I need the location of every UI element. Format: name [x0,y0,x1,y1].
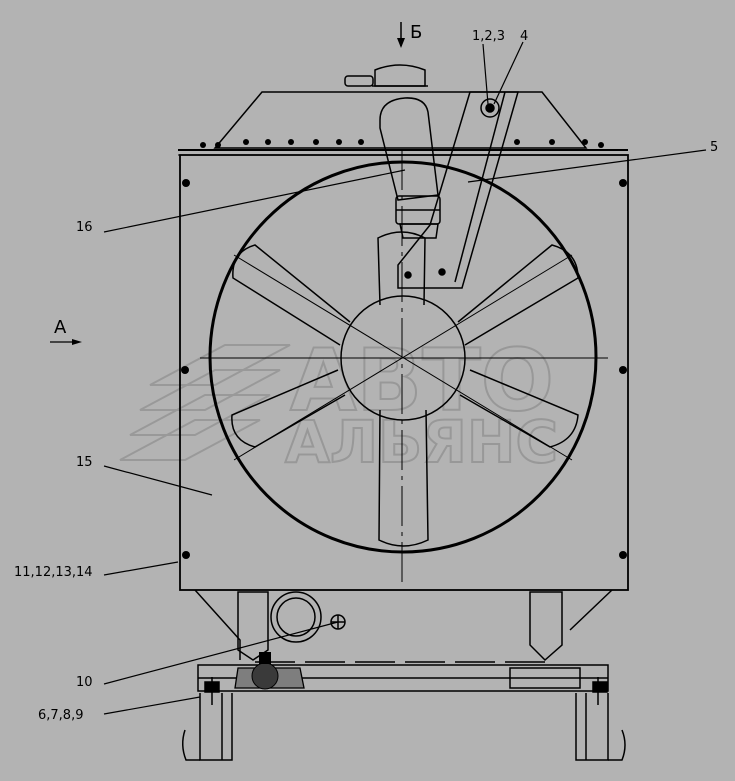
callout-1-2-3: 1,2,3 [472,29,505,44]
filler-cap [344,64,428,87]
view-arrow-a-icon [50,339,82,345]
mounting-bracket [397,91,519,289]
blade-axes [233,254,573,461]
callout-5: 5 [710,140,718,155]
top-bolts [200,139,604,148]
view-label-a: А [54,317,67,338]
frame-bolts [181,179,627,559]
fan-hub [340,295,466,421]
watermark: АВТО АЛЬЯНС [119,330,559,477]
header-tank [178,91,628,156]
leader-lines [103,41,707,715]
callout-16: 16 [76,220,93,235]
lower-supports [194,589,613,663]
callout-11-12-13-14: 11,12,13,14 [14,565,93,580]
view-label-b: Б [410,22,422,43]
view-arrow-b-icon [397,22,405,48]
inlet-pipe [379,97,441,239]
callout-6-7-8-9: 6,7,8,9 [38,708,83,723]
callout-15: 15 [76,455,93,470]
watermark-line2: АЛЬЯНС [285,408,558,476]
outlet-pipe [270,591,346,643]
watermark-logo-icon [119,344,291,461]
callout-10: 10 [76,675,93,690]
rubber-mount [234,652,305,690]
fan-shroud [208,160,598,554]
callout-4: 4 [520,29,528,44]
watermark-line1: АВТО [290,331,554,431]
radiator-core [179,154,629,591]
